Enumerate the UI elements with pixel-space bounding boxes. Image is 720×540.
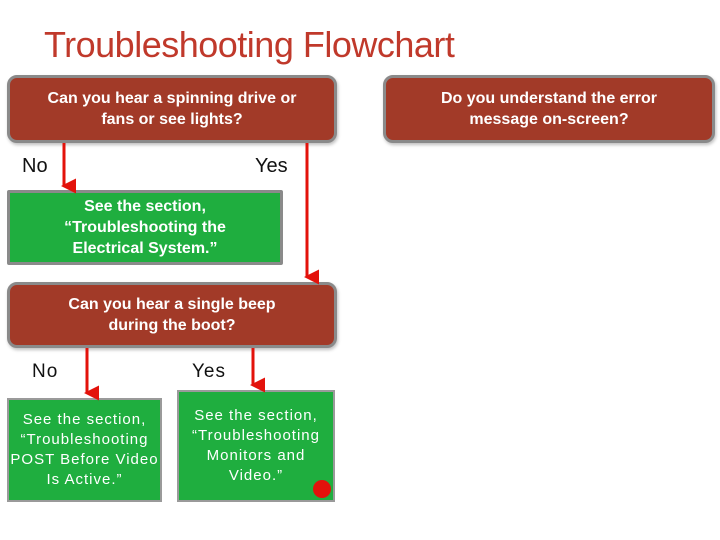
electrical-section-box: See the section, “Troubleshooting the El… <box>7 190 283 265</box>
question-power-text: Can you hear a spinning drive or fans or… <box>47 90 297 128</box>
question-beep-text: Can you hear a single beep during the bo… <box>68 296 276 334</box>
label-yes-power: Yes <box>255 155 288 177</box>
label-yes-beep: Yes <box>192 361 226 382</box>
post-section-text: See the section, “Troubleshooting POST B… <box>10 411 159 488</box>
label-no-power: No <box>22 155 48 177</box>
electrical-section-text: See the section, “Troubleshooting the El… <box>64 198 226 257</box>
question-error-box: Do you understand the error message on-s… <box>383 75 715 143</box>
monitors-section-text: See the section, “Troubleshooting Monito… <box>191 407 320 484</box>
question-beep-box: Can you hear a single beep during the bo… <box>7 282 337 348</box>
question-power-box: Can you hear a spinning drive or fans or… <box>7 75 337 143</box>
label-no-beep: No <box>32 361 59 382</box>
question-error-text: Do you understand the error message on-s… <box>440 90 658 128</box>
page-title: Troubleshooting Flowchart <box>44 24 455 65</box>
post-section-box: See the section, “Troubleshooting POST B… <box>7 398 162 502</box>
red-dot-marker <box>313 480 331 498</box>
